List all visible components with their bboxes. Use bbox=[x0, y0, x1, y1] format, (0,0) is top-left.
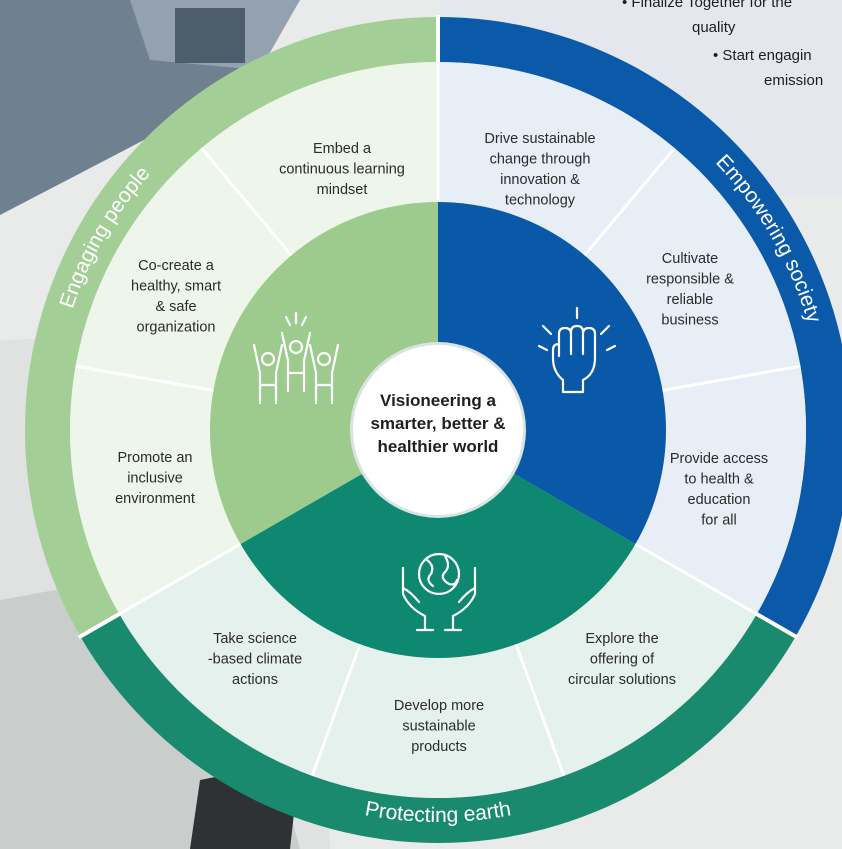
background-note-line: • Start engagin bbox=[713, 47, 812, 64]
raised-fist-icon bbox=[537, 306, 617, 394]
segment-divider bbox=[634, 542, 758, 616]
globe-in-hands-icon bbox=[401, 552, 477, 632]
segment-inclusive-environment bbox=[69, 366, 241, 614]
people-celebrating-icon bbox=[252, 311, 340, 405]
segment-divider bbox=[200, 147, 293, 257]
segment-drive-sustainable-change bbox=[438, 62, 675, 256]
segment-cultivate-responsible-business bbox=[584, 148, 801, 391]
background-note-line: emission bbox=[764, 72, 824, 89]
segment-cocreate-organization bbox=[75, 148, 292, 391]
background-note-line: • Finalize Together for the bbox=[622, 0, 793, 11]
ring-divider bbox=[77, 612, 121, 640]
segment-divider bbox=[118, 542, 242, 616]
segment-circular-solutions bbox=[515, 544, 757, 776]
ring-divider bbox=[755, 612, 799, 640]
segment-divider bbox=[583, 147, 676, 257]
engaging-people-ring bbox=[24, 17, 438, 637]
center-circle bbox=[353, 345, 523, 515]
segment-divider bbox=[75, 364, 214, 392]
segment-sustainable-products bbox=[312, 644, 564, 798]
empowering-society-ring bbox=[438, 17, 842, 637]
segment-divider bbox=[310, 643, 362, 777]
background-note-line: quality bbox=[692, 19, 736, 36]
protecting-earth-ring bbox=[80, 614, 796, 844]
segment-divider bbox=[514, 643, 566, 777]
segment-provide-access bbox=[635, 366, 806, 614]
segment-climate-actions bbox=[119, 544, 361, 776]
segment-divider bbox=[662, 364, 801, 392]
segment-continuous-learning bbox=[201, 62, 438, 256]
